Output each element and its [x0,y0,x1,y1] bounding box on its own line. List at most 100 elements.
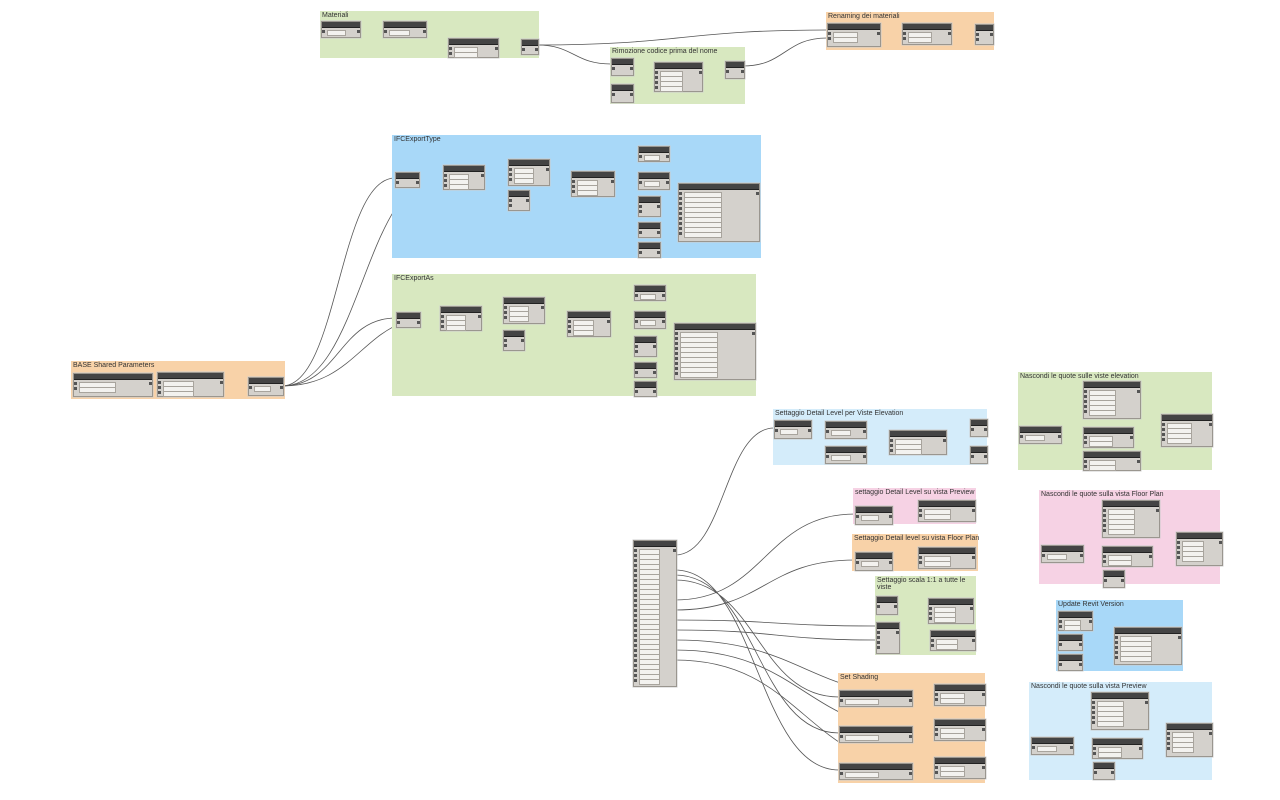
output-port[interactable] [982,728,985,731]
output-port[interactable] [889,515,892,518]
output-port[interactable] [1219,541,1222,544]
input-port[interactable] [1103,514,1106,517]
input-port[interactable] [1177,541,1180,544]
input-port[interactable] [1103,519,1106,522]
input-port[interactable] [935,771,938,774]
input-port[interactable] [1162,423,1165,426]
graph-node[interactable] [1083,381,1141,419]
output-port[interactable] [495,47,498,50]
input-port[interactable] [675,337,678,340]
input-port[interactable] [322,30,325,33]
output-port[interactable] [541,306,544,309]
input-port[interactable] [509,199,512,202]
graph-node[interactable] [634,381,657,397]
output-port[interactable] [889,561,892,564]
input-port[interactable] [1177,556,1180,559]
graph-node[interactable] [638,172,670,190]
input-port[interactable] [679,222,682,225]
input-port[interactable] [919,561,922,564]
input-port[interactable] [504,316,507,319]
input-port[interactable] [634,674,637,677]
input-port[interactable] [679,212,682,215]
input-port[interactable] [840,772,843,775]
input-port[interactable] [919,556,922,559]
input-port[interactable] [1104,579,1107,582]
input-port[interactable] [931,644,934,647]
connector-wire[interactable] [674,427,775,556]
output-port[interactable] [909,699,912,702]
output-port[interactable] [970,607,973,610]
output-port[interactable] [657,205,660,208]
graph-node[interactable] [567,311,611,337]
connector-wire[interactable] [674,513,856,601]
connector-wire[interactable] [536,44,612,65]
output-port[interactable] [481,174,484,177]
input-port[interactable] [1103,560,1106,563]
output-port[interactable] [653,345,656,348]
input-port[interactable] [634,634,637,637]
input-port[interactable] [568,320,571,323]
input-port[interactable] [1093,747,1096,750]
graph-node[interactable] [1114,627,1182,665]
output-port[interactable] [657,231,660,234]
graph-node[interactable] [876,596,898,615]
output-port[interactable] [756,192,759,195]
input-port[interactable] [890,444,893,447]
input-port[interactable] [675,372,678,375]
graph-node[interactable] [448,38,499,58]
input-port[interactable] [635,371,638,374]
connector-wire[interactable] [742,37,828,67]
input-port[interactable] [1103,509,1106,512]
connector-wire[interactable] [674,619,877,627]
graph-node[interactable] [440,306,482,331]
graph-node[interactable] [634,362,657,378]
input-port[interactable] [929,612,932,615]
input-port[interactable] [1092,716,1095,719]
output-port[interactable] [1178,636,1181,639]
input-port[interactable] [828,32,831,35]
input-port[interactable] [826,430,829,433]
output-port[interactable] [894,605,897,608]
input-port[interactable] [840,699,843,702]
input-port[interactable] [877,646,880,649]
input-port[interactable] [568,325,571,328]
graph-node[interactable] [902,23,952,45]
output-port[interactable] [1079,643,1082,646]
input-port[interactable] [877,636,880,639]
output-port[interactable] [280,386,283,389]
input-port[interactable] [634,659,637,662]
input-port[interactable] [1084,465,1087,468]
graph-node[interactable] [73,373,153,397]
input-port[interactable] [1092,701,1095,704]
output-port[interactable] [948,32,951,35]
input-port[interactable] [675,367,678,370]
input-port[interactable] [919,514,922,517]
input-port[interactable] [634,549,637,552]
graph-node[interactable] [678,183,760,242]
output-port[interactable] [630,67,633,70]
input-port[interactable] [877,641,880,644]
output-port[interactable] [535,48,538,51]
input-port[interactable] [655,81,658,84]
input-port[interactable] [634,604,637,607]
connector-wire[interactable] [674,579,840,698]
output-port[interactable] [982,693,985,696]
input-port[interactable] [634,569,637,572]
input-port[interactable] [828,37,831,40]
input-port[interactable] [1103,529,1106,532]
graph-node[interactable] [975,24,994,45]
output-port[interactable] [972,639,975,642]
input-port[interactable] [504,306,507,309]
output-port[interactable] [653,390,656,393]
input-port[interactable] [509,204,512,207]
input-port[interactable] [639,251,642,254]
input-port[interactable] [679,202,682,205]
input-port[interactable] [675,357,678,360]
graph-node[interactable] [839,763,913,780]
graph-node[interactable] [1083,427,1134,448]
graph-node[interactable] [1019,426,1062,444]
input-port[interactable] [639,181,642,184]
input-port[interactable] [634,654,637,657]
graph-node[interactable] [634,285,666,301]
input-port[interactable] [971,455,974,458]
